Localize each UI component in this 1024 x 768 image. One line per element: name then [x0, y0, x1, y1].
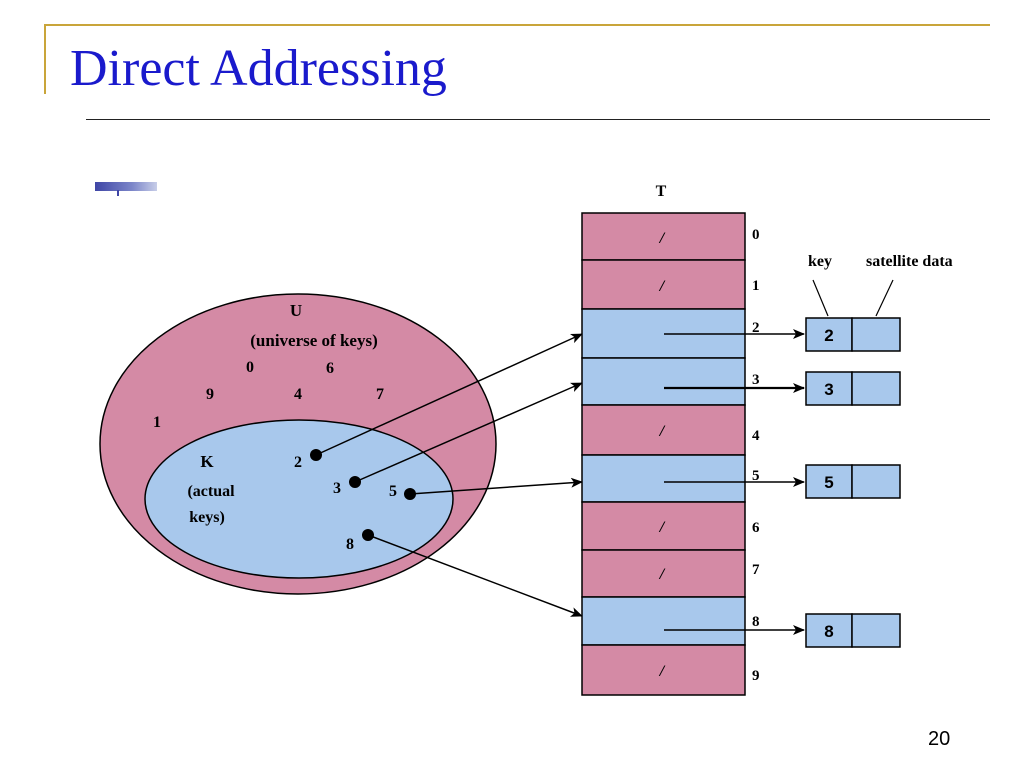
slot-index: 4 — [752, 428, 760, 444]
actual-keys-description-line2: keys) — [189, 509, 225, 526]
bullet-marker-tick — [117, 190, 119, 196]
record-satellite-cell — [851, 317, 901, 352]
slot-index: 0 — [752, 227, 760, 243]
universe-key: 0 — [246, 359, 254, 376]
key-to-slot-arrow — [367, 534, 583, 617]
universe-key: 1 — [153, 414, 161, 431]
slide-number: 20 — [928, 728, 951, 750]
slot-index: 3 — [752, 372, 760, 388]
record-key-cell — [805, 613, 853, 648]
table-label: T — [656, 183, 667, 200]
record-satellite-cell — [851, 371, 901, 406]
slide-title: Direct Addressing — [70, 40, 447, 97]
title-accent-rule-left — [44, 24, 46, 94]
table-slot-filled — [581, 596, 746, 646]
record-satellite-cell — [851, 464, 901, 499]
record-key-value: 5 — [824, 473, 833, 492]
nil-slash: / — [659, 230, 666, 247]
record-key-value: 8 — [824, 622, 833, 641]
actual-key-label: 2 — [294, 454, 302, 471]
table-slot-nil — [581, 549, 746, 598]
universe-key: 9 — [206, 386, 214, 403]
record-key-cell — [805, 371, 853, 406]
universe-name: U — [290, 301, 302, 320]
table-slot-nil — [581, 404, 746, 456]
actual-keys-description-line1: (actual — [187, 483, 235, 500]
satellite-header-pointer — [875, 279, 894, 317]
record-satellite-header: satellite data — [866, 253, 953, 270]
nil-slash: / — [659, 566, 666, 583]
record: 8 — [805, 613, 901, 648]
record-key-value: 2 — [824, 326, 833, 345]
record: 2 — [805, 317, 901, 352]
nil-slash: / — [659, 663, 666, 680]
slot-index: 8 — [752, 614, 760, 630]
key-to-slot-arrow — [409, 477, 583, 495]
table-slot-filled — [581, 357, 746, 406]
actual-key-label: 3 — [333, 480, 341, 497]
table-slot-nil — [581, 644, 746, 696]
slot-index: 1 — [752, 278, 760, 294]
universe-key: 7 — [376, 386, 384, 403]
record-key-cell — [805, 464, 853, 499]
slot-index: 9 — [752, 668, 760, 684]
nil-slash: / — [659, 423, 666, 440]
actual-key-label: 8 — [346, 536, 354, 553]
table-slot-filled — [581, 454, 746, 503]
hash-table — [581, 212, 746, 696]
key-header-pointer — [812, 279, 829, 317]
record: 3 — [805, 371, 901, 406]
universe-key: 4 — [294, 386, 302, 403]
universe-description: (universe of keys) — [250, 331, 377, 350]
slot-index: 7 — [752, 562, 760, 578]
record-key-cell — [805, 317, 853, 352]
slot-index: 2 — [752, 320, 760, 336]
title-underline — [86, 119, 990, 120]
title-accent-rule-top — [44, 24, 990, 26]
record: 5 — [805, 464, 901, 499]
slot-index: 5 — [752, 468, 760, 484]
actual-key-label: 5 — [389, 483, 397, 500]
actual-keys-name: K — [200, 452, 214, 471]
key-to-slot-arrow — [354, 382, 583, 483]
nil-slash: / — [659, 278, 666, 295]
universe-key: 6 — [326, 360, 334, 377]
nil-slash: / — [659, 519, 666, 536]
record-satellite-cell — [851, 613, 901, 648]
bullet-marker-icon — [95, 182, 157, 191]
record-key-header: key — [808, 253, 832, 270]
key-to-slot-arrow — [315, 333, 583, 456]
record-key-value: 3 — [824, 380, 833, 399]
slot-index: 6 — [752, 520, 760, 536]
